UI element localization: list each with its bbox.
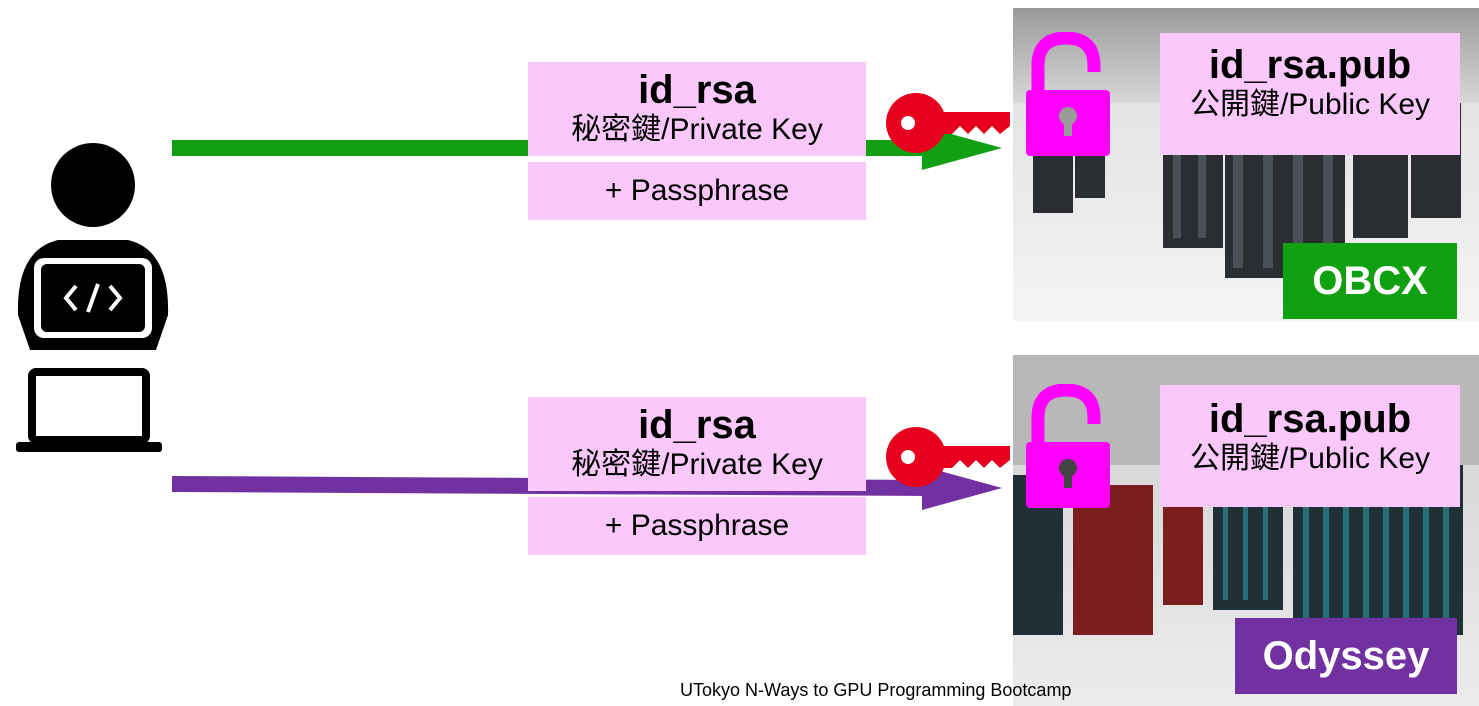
public-key-subtitle: 公開鍵/Public Key [1189,442,1431,475]
private-key-box: id_rsa 秘密鍵/Private Key [528,397,866,491]
public-key-title: id_rsa.pub [1208,397,1412,441]
unlocked-padlock-icon [1026,384,1110,508]
user-with-laptop-icon [17,143,169,350]
server-label-odyssey: Odyssey [1235,618,1457,694]
private-key-subtitle: 秘密鍵/Private Key [571,113,823,146]
public-key-title: id_rsa.pub [1208,43,1412,87]
key-icon [886,427,1010,487]
private-key-title: id_rsa [638,403,756,447]
laptop-icon [16,368,162,452]
private-key-box: id_rsa 秘密鍵/Private Key [528,62,866,156]
private-key-subtitle: 秘密鍵/Private Key [571,448,823,481]
private-key-title: id_rsa [638,68,756,112]
public-key-box: id_rsa.pub 公開鍵/Public Key [1160,33,1460,155]
unlocked-padlock-icon [1026,32,1110,156]
passphrase-box: + Passphrase [528,497,866,555]
public-key-box: id_rsa.pub 公開鍵/Public Key [1160,385,1460,507]
footer-text: UTokyo N-Ways to GPU Programming Bootcam… [680,680,1072,700]
server-label-obcx: OBCX [1283,243,1457,319]
public-key-subtitle: 公開鍵/Public Key [1189,88,1431,121]
key-icon [886,93,1010,153]
passphrase-box: + Passphrase [528,162,866,220]
